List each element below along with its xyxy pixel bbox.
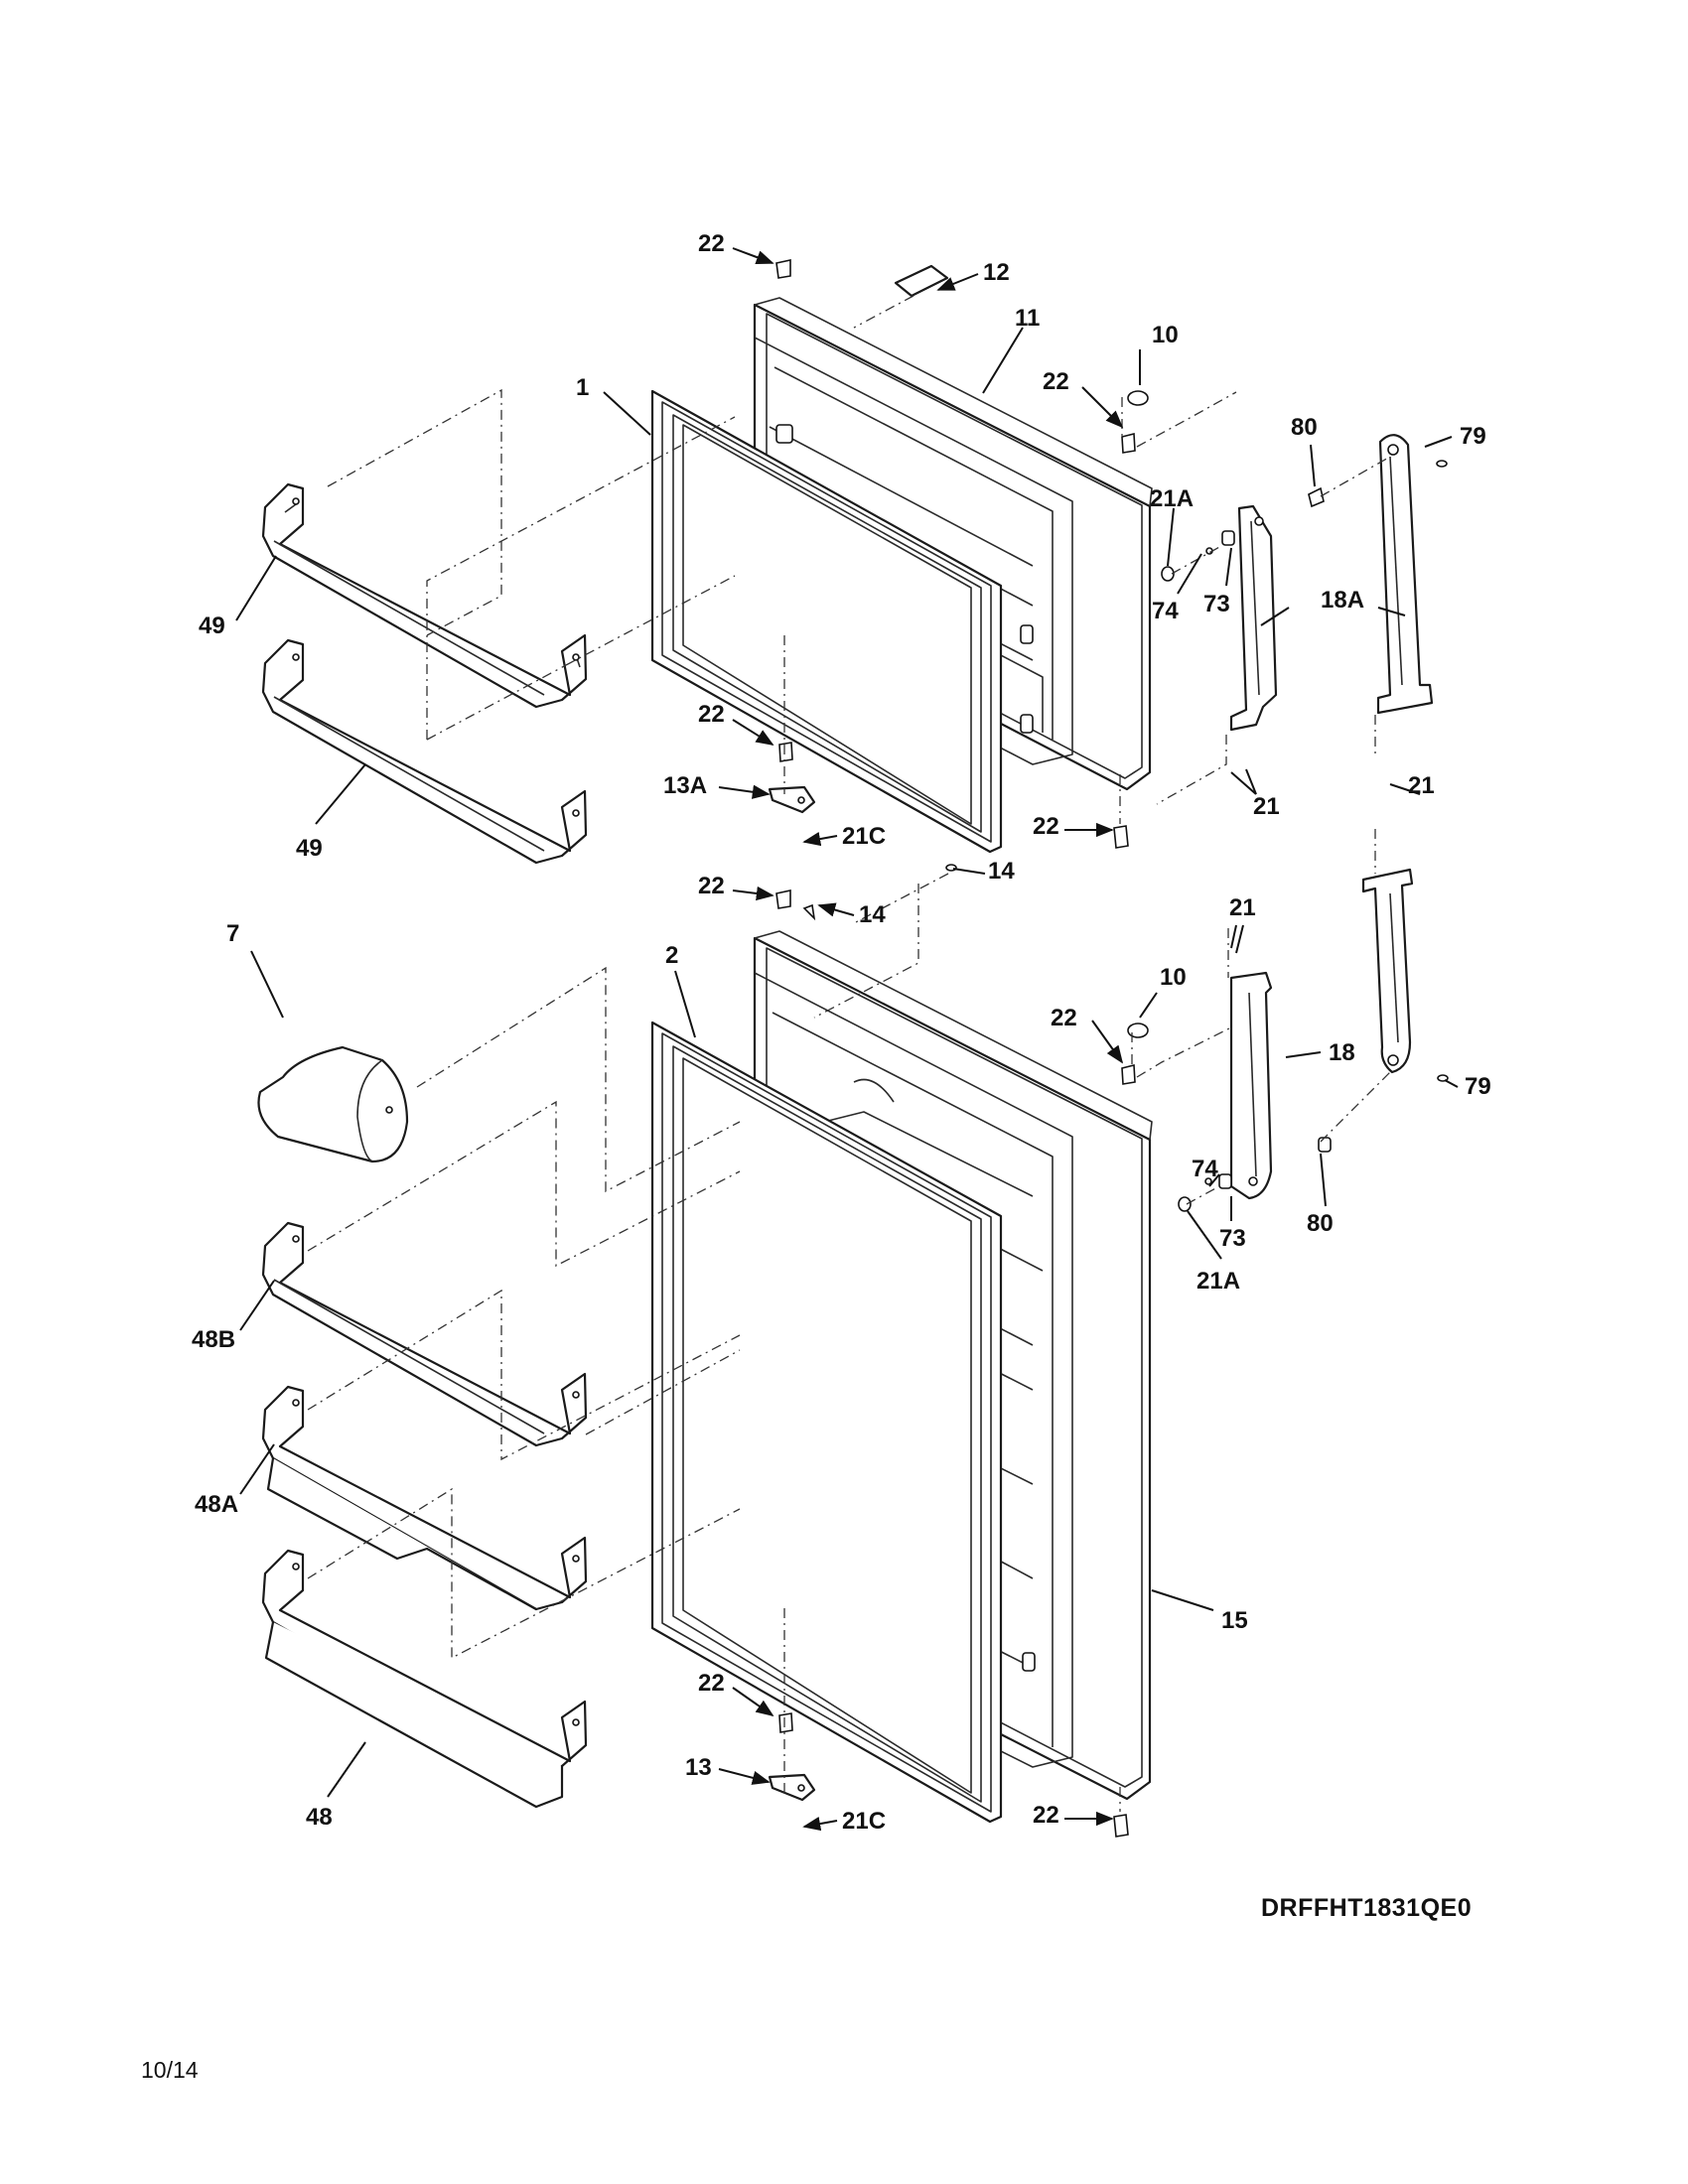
fresh-food-handle [1361, 868, 1414, 1074]
callout-13a: 13A [663, 772, 707, 799]
callout-15: 15 [1221, 1607, 1248, 1634]
callout-73-b: 73 [1219, 1225, 1246, 1252]
callout-labels: 22 12 11 10 22 1 80 79 21A 74 73 18A 49 … [192, 230, 1491, 1835]
callout-74-b: 74 [1192, 1156, 1218, 1182]
callout-21-a: 21 [1253, 793, 1280, 820]
callout-18a: 18A [1321, 587, 1364, 614]
callout-2: 2 [665, 942, 678, 969]
callout-79-a: 79 [1460, 423, 1486, 450]
callout-22-h: 22 [1033, 1802, 1059, 1829]
callout-22-g: 22 [698, 1670, 725, 1697]
alignment-lines [307, 295, 1391, 1812]
callout-22-c: 22 [698, 701, 725, 728]
hardware-lower [768, 864, 1449, 1838]
callout-10-a: 10 [1152, 322, 1179, 348]
callout-14-b: 14 [859, 901, 886, 928]
callout-48: 48 [306, 1804, 333, 1831]
freezer-handle [1376, 434, 1434, 715]
callout-11: 11 [1015, 305, 1040, 332]
callout-21c-b: 21C [842, 1808, 886, 1835]
callout-49-b: 49 [296, 835, 323, 862]
fresh-food-shelf-48b [261, 1221, 588, 1447]
callout-74-a: 74 [1152, 598, 1179, 624]
callout-21c-a: 21C [842, 823, 886, 850]
callout-12: 12 [983, 259, 1010, 286]
callout-leaders [235, 247, 1459, 1832]
fresh-food-shelf-48a [261, 1385, 588, 1611]
callout-48b: 48B [192, 1326, 235, 1353]
callout-22-b: 22 [1043, 368, 1069, 395]
fresh-food-door-gasket [650, 1021, 1003, 1824]
callout-22-e: 22 [698, 873, 725, 899]
page-date: 10/14 [141, 2057, 199, 2083]
label-part [894, 264, 949, 298]
fresh-food-handle-trim [1229, 971, 1273, 1200]
callout-22-a: 22 [698, 230, 725, 257]
hardware-upper [1161, 460, 1448, 582]
freezer-door-shelf-lower [261, 638, 588, 865]
freezer-door-gasket [650, 389, 1003, 854]
callout-18: 18 [1329, 1039, 1355, 1066]
callout-13: 13 [685, 1754, 712, 1781]
callout-21-c: 21 [1229, 894, 1256, 921]
callout-21-b: 21 [1408, 772, 1435, 799]
freezer-door-shelf-upper [261, 482, 588, 709]
callout-22-d: 22 [1033, 813, 1059, 840]
callout-73-a: 73 [1203, 591, 1230, 617]
callout-80-a: 80 [1291, 414, 1318, 441]
freezer-handle-trim [1229, 504, 1278, 732]
callout-21a-a: 21A [1150, 485, 1194, 512]
callout-48a: 48A [195, 1491, 238, 1518]
callout-10-b: 10 [1160, 964, 1187, 991]
callout-49-a: 49 [199, 613, 225, 639]
callout-21a-b: 21A [1196, 1268, 1240, 1295]
fresh-food-shelf-48 [261, 1549, 588, 1809]
callout-14-a: 14 [988, 858, 1015, 885]
dairy-door [257, 1045, 409, 1163]
diagram-code: DRFFHT1831QE0 [1261, 1894, 1473, 1922]
freezer-hinge [768, 259, 1149, 849]
callout-22-f: 22 [1051, 1005, 1077, 1031]
callout-1: 1 [576, 374, 589, 401]
callout-80-b: 80 [1307, 1210, 1334, 1237]
callout-79-b: 79 [1465, 1073, 1491, 1100]
callout-7: 7 [226, 920, 239, 947]
